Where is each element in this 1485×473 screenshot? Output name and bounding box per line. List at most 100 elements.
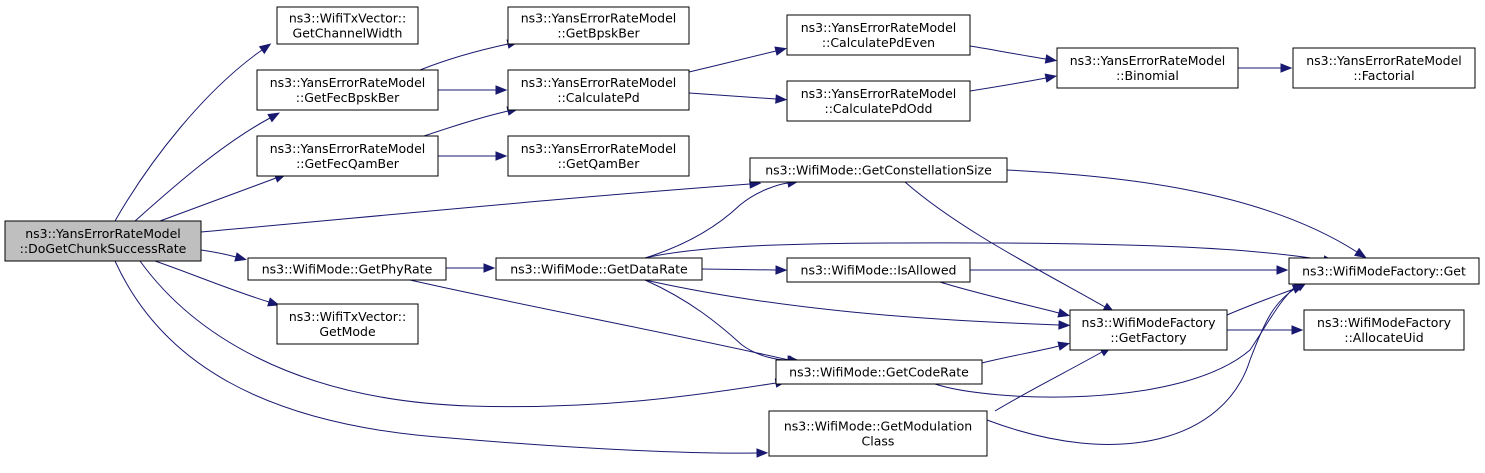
node-box[interactable] xyxy=(1303,309,1465,351)
node-label-line1: ns3::YansErrorRateModel xyxy=(521,141,676,156)
arrowhead xyxy=(1044,54,1058,64)
node-label-line1: ns3::YansErrorRateModel xyxy=(25,226,180,241)
edge-line xyxy=(134,117,271,222)
node-wmfgf[interactable]: ns3::WifiModeFactory::GetFactory xyxy=(1069,309,1228,351)
edge-line xyxy=(969,77,1047,92)
arrowhead xyxy=(1291,325,1304,335)
arrowhead xyxy=(1057,308,1070,318)
edge-gpr-to-gdr xyxy=(446,263,496,273)
node-label-line1: ns3::WifiModeFactory xyxy=(1082,315,1217,330)
node-gcs[interactable]: ns3::WifiMode::GetConstellationSize xyxy=(749,157,1008,183)
arrowhead xyxy=(495,151,508,161)
node-wmfg[interactable]: ns3::WifiModeFactory::Get xyxy=(1288,257,1480,285)
node-isa[interactable]: ns3::WifiMode::IsAllowed xyxy=(786,257,971,283)
edge-root-to-gfqb xyxy=(159,173,287,222)
node-box[interactable] xyxy=(1056,47,1239,89)
node-box[interactable] xyxy=(247,257,447,281)
edge-gdr-to-isa xyxy=(701,265,788,275)
edge-line xyxy=(1006,169,1358,253)
edge-gfqb-to-gqb xyxy=(438,151,508,161)
node-fac[interactable]: ns3::YansErrorRateModel::Factorial xyxy=(1292,47,1476,89)
node-box[interactable] xyxy=(1069,309,1228,351)
edge-line xyxy=(688,50,777,73)
node-gdr[interactable]: ns3::WifiMode::GetDataRate xyxy=(495,257,703,281)
node-cpd[interactable]: ns3::YansErrorRateModel::CalculatePd xyxy=(507,69,690,111)
edge-line xyxy=(934,285,1297,398)
node-label-line2: Class xyxy=(862,434,895,449)
edge-line xyxy=(701,268,777,271)
node-box[interactable] xyxy=(256,135,439,177)
edge-line xyxy=(409,279,790,361)
edge-root-to-gcr xyxy=(139,260,788,408)
edge-cpd-to-cpdo xyxy=(688,92,788,104)
edge-line xyxy=(688,92,777,100)
node-root[interactable]: ns3::YansErrorRateModel::DoGetChunkSucce… xyxy=(4,220,202,262)
edge-line xyxy=(939,281,1060,314)
node-gfbb[interactable]: ns3::YansErrorRateModel::GetFecBpskBer xyxy=(256,69,439,111)
node-box[interactable] xyxy=(786,14,971,56)
node-box[interactable] xyxy=(507,135,690,177)
edge-root-to-gcs xyxy=(200,179,762,233)
edge-gcs-to-wmfgf xyxy=(904,181,1115,313)
node-label-line2: ::GetFactory xyxy=(1110,330,1187,345)
node-box[interactable] xyxy=(507,69,690,111)
edge-line xyxy=(904,181,1106,308)
node-label-line1: ns3::WifiMode::GetDataRate xyxy=(510,262,688,277)
node-box[interactable] xyxy=(495,257,703,281)
node-box[interactable] xyxy=(1292,47,1476,89)
node-gbb[interactable]: ns3::YansErrorRateModel::GetBpskBer xyxy=(507,6,690,45)
node-label-line1: ns3::YansErrorRateModel xyxy=(270,75,425,90)
node-box[interactable] xyxy=(786,257,971,283)
node-label-line2: ::GetFecQamBer xyxy=(296,156,400,171)
edge-line xyxy=(423,110,509,137)
node-box[interactable] xyxy=(276,6,419,45)
node-wmfau[interactable]: ns3::WifiModeFactory::AllocateUid xyxy=(1303,309,1465,351)
node-bin[interactable]: ns3::YansErrorRateModel::Binomial xyxy=(1056,47,1239,89)
node-gqb[interactable]: ns3::YansErrorRateModel::GetQamBer xyxy=(507,135,690,177)
node-box[interactable] xyxy=(749,157,1008,183)
node-gcr[interactable]: ns3::WifiMode::GetCodeRate xyxy=(775,359,983,385)
node-box[interactable] xyxy=(276,303,419,345)
edge-root-to-gmc xyxy=(114,260,769,458)
call-nodes: ns3::YansErrorRateModel::DoGetChunkSucce… xyxy=(4,6,1480,457)
edge-line xyxy=(644,182,789,259)
edge-line xyxy=(200,249,237,258)
arrowhead xyxy=(1354,247,1367,259)
edge-gdr-to-gcr xyxy=(644,279,800,365)
node-cpde[interactable]: ns3::YansErrorRateModel::CalculatePdEven xyxy=(786,14,971,56)
edge-isa-to-wmfg xyxy=(970,265,1289,275)
node-label-line1: ns3::WifiMode::GetModulation xyxy=(784,419,972,434)
node-gfqb[interactable]: ns3::YansErrorRateModel::GetFecQamBer xyxy=(256,135,439,177)
node-box[interactable] xyxy=(768,410,988,457)
node-label-line1: ns3::YansErrorRateModel xyxy=(521,75,676,90)
node-box[interactable] xyxy=(256,69,439,111)
node-label-line1: ns3::WifiTxVector:: xyxy=(289,309,406,324)
node-box[interactable] xyxy=(4,220,202,262)
arrowhead xyxy=(1058,320,1071,330)
node-gmode[interactable]: ns3::WifiTxVector::GetMode xyxy=(276,303,419,345)
node-label-line2: ::CalculatePd xyxy=(557,90,639,105)
node-cpdo[interactable]: ns3::YansErrorRateModel::CalculatePdOdd xyxy=(786,80,971,122)
edge-line xyxy=(986,286,1299,445)
node-box[interactable] xyxy=(1288,257,1480,285)
arrowhead xyxy=(258,43,272,55)
edge-line xyxy=(114,260,758,454)
edge-wmfgf-to-wmfg xyxy=(1226,284,1305,316)
node-gcw[interactable]: ns3::WifiTxVector::GetChannelWidth xyxy=(276,6,419,45)
node-box[interactable] xyxy=(786,80,971,122)
arrowhead xyxy=(234,252,247,262)
arrowhead xyxy=(774,46,788,56)
edge-line xyxy=(419,43,509,71)
node-box[interactable] xyxy=(507,6,690,45)
edge-gmc-to-wmfg xyxy=(986,281,1308,445)
edge-cpd-to-cpde xyxy=(688,46,788,73)
node-box[interactable] xyxy=(775,359,983,385)
edge-line xyxy=(981,345,1060,364)
arrowhead xyxy=(1276,265,1289,275)
arrowhead xyxy=(1280,63,1293,73)
edge-gcs-to-wmfg xyxy=(1006,169,1367,259)
node-gpr[interactable]: ns3::WifiMode::GetPhyRate xyxy=(247,257,447,281)
node-label-line1: ns3::YansErrorRateModel xyxy=(801,20,956,35)
edge-line xyxy=(159,177,277,222)
